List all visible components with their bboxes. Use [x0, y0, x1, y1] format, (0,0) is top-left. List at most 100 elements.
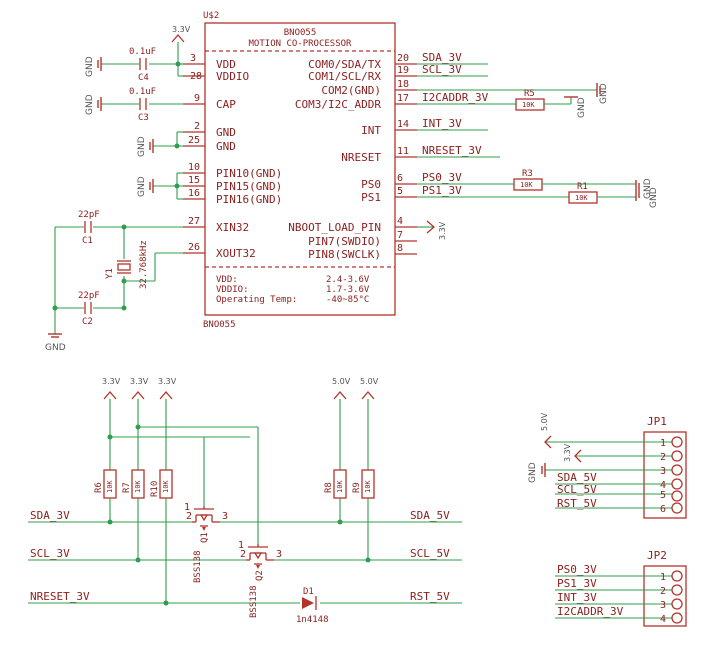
net-label: RST_5V [557, 497, 597, 510]
net-label: SDA_5V [557, 471, 597, 484]
c4-ref: C4 [138, 73, 149, 83]
gnd-label: GND [577, 97, 587, 118]
ic-left-wiring: 3.3V 0.1uF C4 GND 0.1uF C3 GND GND [45, 25, 191, 353]
pin-name: PIN8(SWCLK) [308, 248, 381, 261]
pin-number: 3 [276, 549, 282, 560]
net-label: 5.0V [540, 412, 549, 431]
d1-diode: D1 1n4148 [296, 587, 329, 625]
r7-value: 10K [134, 480, 142, 493]
r7-ref: R7 [122, 482, 132, 493]
net-label: 3.3V [158, 377, 177, 386]
pin-number: 6 [397, 173, 403, 184]
r8-value: 10K [336, 480, 344, 493]
net-label: NRESET_3V [30, 590, 90, 603]
pin-number: 1 [238, 540, 244, 551]
gnd-label: GND [643, 178, 653, 199]
jp2-header: JP2 1 2 3 4 PS0_3V PS1_3V INT_3V I2CADDR… [555, 549, 687, 627]
net-label: SDA_3V [422, 51, 462, 64]
pin-number: 26 [188, 242, 200, 253]
net-label: 3.3V [102, 377, 121, 386]
d1-value: 1n4148 [296, 615, 329, 625]
q1-ref: Q1 [200, 532, 210, 543]
r3-ref: R3 [522, 169, 533, 179]
pin-name: GND [216, 126, 236, 139]
pin-number: 2 [194, 121, 200, 132]
pin-name: COM1/SCL/RX [308, 70, 381, 83]
pin-name: COM2(GND) [321, 84, 381, 97]
net-label: 5.0V [360, 377, 379, 386]
r6-ref: R6 [94, 482, 104, 493]
pin-number: 2 [660, 586, 666, 597]
ic-specs: VDD: 2.4-3.6V VDDIO: 1.7-3.6V Operating … [216, 275, 370, 305]
pin-number: 2 [660, 452, 666, 463]
pin-number: 6 [660, 504, 666, 515]
pin-name: COM3/I2C_ADDR [295, 98, 381, 111]
c3-ref: C3 [138, 113, 149, 123]
net-label: RST_5V [410, 590, 450, 603]
pin-number: 2 [186, 511, 192, 522]
q1-value: BSS138 [193, 550, 203, 583]
ic-refdes: U$2 [203, 11, 219, 21]
r6-value: 10K [106, 480, 114, 493]
supply-arrow-icon [574, 449, 582, 463]
ic-body [204, 22, 396, 316]
pin-number: 3 [222, 511, 228, 522]
pin-name: CAP [216, 98, 236, 111]
c2-value: 22pF [78, 291, 100, 301]
level-shifter: 3.3V 3.3V 3.3V 5.0V 5.0V 10K R6 10K R7 1… [28, 377, 462, 625]
pin-number: 11 [397, 146, 409, 157]
r3-value: 10K [520, 181, 533, 189]
c4-value: 0.1uF [129, 47, 156, 57]
r1-ref: R1 [577, 182, 588, 192]
ic-subtitle: MOTION CO-PROCESSOR [249, 39, 353, 49]
r10-ref: R10 [150, 481, 160, 497]
pin-name: PIN10(GND) [216, 167, 282, 180]
supply-arrow-icon [333, 391, 347, 400]
r1-value: 10K [575, 194, 588, 202]
r9-value: 10K [364, 480, 372, 493]
net-label: 3.3V [563, 443, 572, 462]
pin-number: 2 [240, 549, 246, 560]
pin-name: PS1 [361, 191, 381, 204]
pin-number: 5 [397, 186, 403, 197]
bno055-ic: U$2 BNO055 MOTION CO-PROCESSOR BNO055 3 … [183, 11, 417, 330]
pin-number: 9 [194, 93, 200, 104]
pin-number: 3 [660, 466, 666, 477]
gnd-label: GND [599, 83, 609, 104]
pin-number: 4 [397, 216, 403, 227]
pin-name: PIN7(SWDIO) [308, 235, 381, 248]
pin-number: 20 [397, 53, 409, 64]
jp2-ref: JP2 [647, 549, 667, 562]
r5-ref: R5 [524, 89, 535, 99]
pin-number: 1 [660, 572, 666, 583]
supply-arrow-icon [159, 391, 173, 400]
y1-value: 32.768kHz [139, 240, 149, 289]
c3-value: 0.1uF [129, 87, 156, 97]
gnd-label: GND [528, 462, 538, 483]
pin-number: 1 [184, 502, 190, 513]
jp1-ref: JP1 [647, 415, 667, 428]
net-label: PS1_3V [557, 577, 597, 590]
pin-number: 14 [397, 119, 409, 130]
net-label: PS0_3V [557, 563, 597, 576]
d1-ref: D1 [303, 587, 314, 597]
net-label: SCL_5V [410, 547, 450, 560]
gnd-label: GND [649, 187, 659, 208]
pin-name: NRESET [341, 151, 381, 164]
pin-name: VDDIO [216, 70, 249, 83]
net-label: 5.0V [332, 377, 351, 386]
net-label: 3.3V [172, 25, 191, 34]
ic-left-pins: 3 VDD 28 VDDIO 9 CAP 2 GND 25 GND 10 PIN… [183, 53, 282, 260]
spec-value: -40~85°C [326, 295, 369, 305]
y1-ref: Y1 [105, 268, 115, 279]
pin-number: 16 [188, 188, 200, 199]
pin-number: 18 [397, 79, 409, 90]
net-label: NRESET_3V [422, 144, 482, 157]
q1-mosfet: 2 3 1 Q1 BSS138 [184, 502, 228, 583]
pin-name: XOUT32 [216, 247, 256, 260]
c1-value: 22pF [78, 210, 100, 220]
spec-label: VDD: [216, 275, 238, 285]
pin-name: INT [361, 124, 381, 137]
r9-ref: R9 [352, 482, 362, 493]
